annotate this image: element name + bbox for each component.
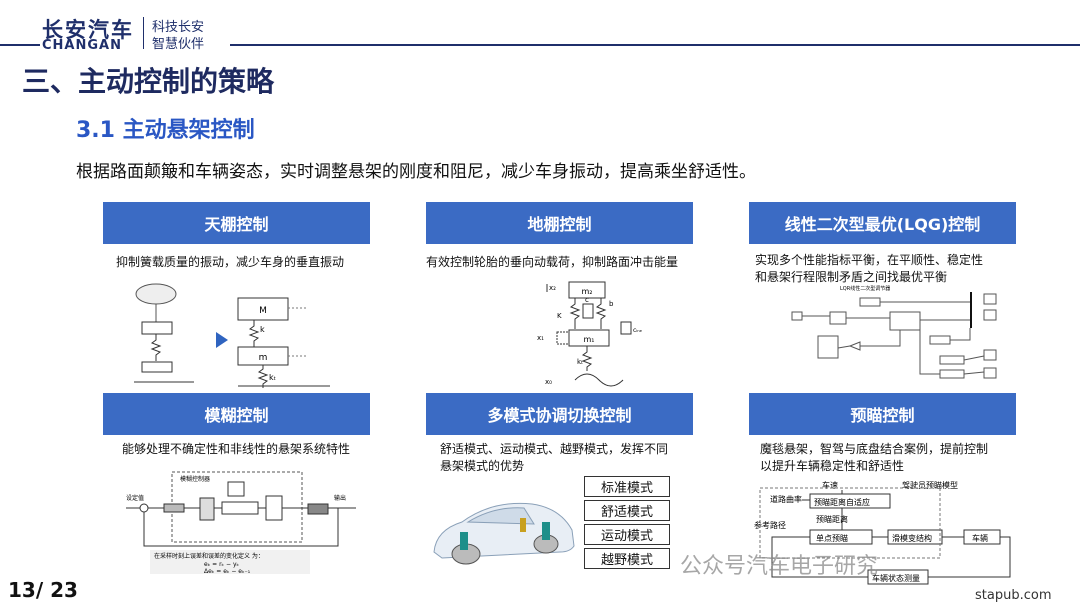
card-desc-multimode-line1: 舒适模式、运动模式、越野模式，发挥不同 <box>440 442 669 456</box>
pv-distance: 预瞄距离 <box>816 514 848 524</box>
card-desc-preview-line2: 以提升车辆稳定性和舒适性 <box>760 459 905 473</box>
gh-m1: m₁ <box>584 335 595 344</box>
card-header-multimode: 多模式协调切换控制 <box>426 393 693 435</box>
card-title: 地棚控制 <box>527 215 592 234</box>
fuzzy-input-label: 设定值 <box>126 494 144 502</box>
slogan-line-1: 科技长安 <box>152 20 205 35</box>
watermark-text: 公众号汽车电子研究 <box>680 554 879 579</box>
gh-b: b <box>609 300 614 308</box>
logo-text-en: CHANGAN <box>42 38 122 53</box>
skyhook-diagram: M k m kₜ <box>134 282 334 390</box>
page-title: 三、主动控制的策略 <box>22 65 275 98</box>
fuzzy-formula-2: Δeₖ = eₖ − eₖ₋₁ <box>204 568 251 575</box>
card-desc-groundhook: 有效控制轮胎的垂向动载荷，抑制路面冲击能量 <box>426 255 679 269</box>
card-title: 天棚控制 <box>204 215 269 234</box>
intro-text: 根据路面颠簸和车辆姿态，实时调整悬架的刚度和阻尼，减少车身振动，提高乘坐舒适性。 <box>76 162 756 182</box>
pv-reference-path: 参考路径 <box>754 520 786 530</box>
preview-control-diagram: 车速 驾驶员预瞄模型 道路曲率 预瞄距离自适应 预瞄距离 单点预瞄 滑模变结构 … <box>752 478 1026 586</box>
card-desc-preview-line1: 魔毯悬架，智驾与底盘结合案例，提前控制 <box>760 442 989 456</box>
fuzzy-formula-title: 在采样时刻上误差和误差的变化定义 为： <box>154 552 264 560</box>
gh-x0: x₀ <box>545 378 552 386</box>
pv-sliding-mode: 滑模变结构 <box>892 533 932 543</box>
mode-comfort: 舒适模式 <box>584 500 670 521</box>
card-title: 多模式协调切换控制 <box>487 406 632 425</box>
page-number: 13/ 23 <box>8 578 78 602</box>
card-header-lqg: 线性二次型最优(LQG)控制 <box>749 202 1016 244</box>
card-title: 线性二次型最优(LQG)控制 <box>784 215 981 234</box>
skyhook-k: k <box>260 325 265 334</box>
pv-driver-model: 驾驶员预瞄模型 <box>902 480 958 490</box>
gh-kt: kₜ <box>577 358 583 366</box>
mode-sport: 运动模式 <box>584 524 670 545</box>
fuzzy-output-label: 输出 <box>334 494 346 502</box>
gh-c: c <box>585 296 589 304</box>
fuzzy-controller-label: 模糊控制器 <box>180 475 210 483</box>
car-chassis-illustration <box>428 478 578 578</box>
card-header-preview: 预瞄控制 <box>749 393 1016 435</box>
section-subtitle: 3.1 主动悬架控制 <box>76 118 255 143</box>
pv-speed: 车速 <box>822 480 838 490</box>
skyhook-m-bot: m <box>259 353 268 363</box>
lqg-simulink-diagram: LQR线性二次型调节器 <box>790 284 1000 388</box>
pv-state-measure: 车辆状态测量 <box>872 573 920 583</box>
gh-m2: m₂ <box>582 287 593 296</box>
logo-divider <box>143 17 144 49</box>
card-header-groundhook: 地棚控制 <box>426 202 693 244</box>
card-desc-lqg-line1: 实现多个性能指标平衡，在平顺性、稳定性 <box>755 253 984 267</box>
mode-list: 标准模式 舒适模式 运动模式 越野模式 <box>584 476 670 572</box>
card-header-fuzzy: 模糊控制 <box>103 393 370 435</box>
pv-adaptive: 预瞄距离自适应 <box>814 497 870 507</box>
pv-road-curvature: 道路曲率 <box>770 494 802 504</box>
card-desc-skyhook: 抑制簧载质量的振动，减少车身的垂直振动 <box>116 255 345 269</box>
mode-offroad: 越野模式 <box>584 548 670 569</box>
pv-vehicle: 车辆 <box>972 533 988 543</box>
logo-text-cn: 长安汽车 <box>42 18 134 42</box>
skyhook-kt: kₜ <box>269 373 276 382</box>
card-header-skyhook: 天棚控制 <box>103 202 370 244</box>
card-title: 预瞄控制 <box>850 406 915 425</box>
header-line-left <box>0 44 40 46</box>
card-desc-lqg-line2: 和悬架行程限制矛盾之间找最优平衡 <box>755 270 948 284</box>
gh-x2: x₂ <box>549 284 556 292</box>
mode-standard: 标准模式 <box>584 476 670 497</box>
card-title: 模糊控制 <box>204 406 269 425</box>
gh-x1: x₁ <box>537 334 544 342</box>
fuzzy-formula-1: eₖ = rₖ − yₖ <box>204 561 240 568</box>
gh-cgnd: cₗₙₑ <box>633 327 643 334</box>
card-desc-fuzzy: 能够处理不确定性和非线性的悬架系统特性 <box>122 442 351 456</box>
lqg-caption: LQR线性二次型调节器 <box>840 285 890 292</box>
fuzzy-control-diagram: 模糊控制器 设定值 输出 在采样时刻上误差和误差的变化定义 为： eₖ = rₖ… <box>124 468 360 576</box>
groundhook-diagram: x₂ m₂ K c b m₁ x₁ cₗₙₑ kₜ x₀ <box>535 280 655 388</box>
slogan-line-2: 智慧伙伴 <box>152 37 205 52</box>
gh-k: K <box>557 312 562 320</box>
pv-single-point: 单点预瞄 <box>816 533 848 543</box>
card-desc-multimode-line2: 悬架模式的优势 <box>440 459 525 473</box>
header-line-right <box>230 44 1080 46</box>
site-watermark: stapub.com <box>975 588 1052 603</box>
skyhook-m-top: M <box>259 306 267 316</box>
